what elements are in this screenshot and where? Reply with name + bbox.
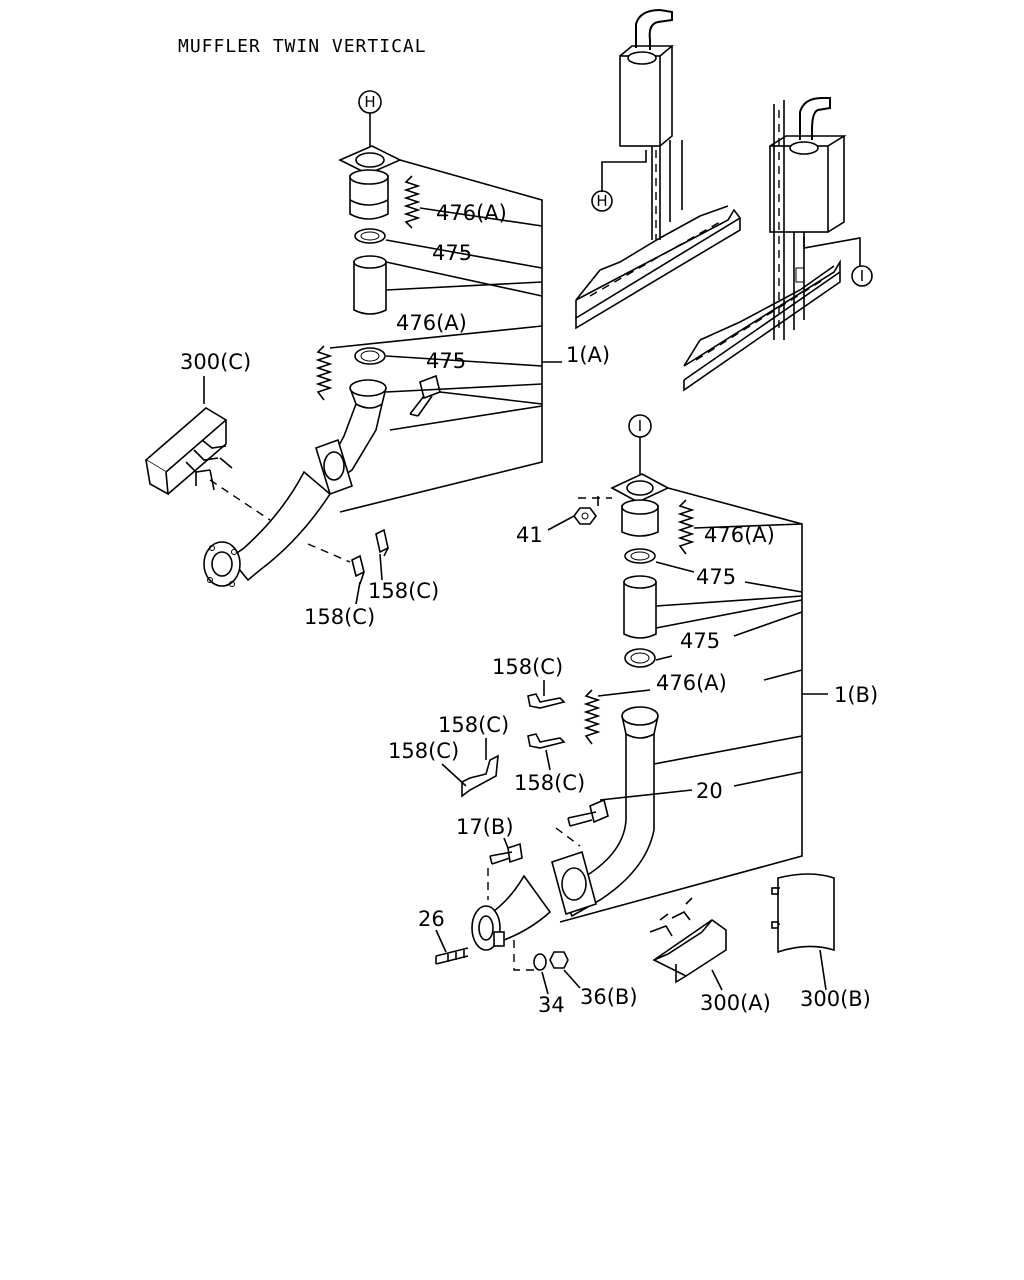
svg-text:I: I — [638, 417, 642, 435]
label-475-lower-2: 475 — [680, 629, 720, 653]
label-300a: 300(A) — [700, 991, 771, 1015]
label-476a-lower-2: 476(A) — [656, 671, 727, 695]
label-158c-2: 158(C) — [304, 605, 375, 629]
svg-text:I: I — [860, 267, 864, 285]
label-1b: 1(B) — [834, 683, 878, 707]
marker-h-lower: H — [591, 190, 613, 212]
label-26: 26 — [418, 907, 445, 931]
frame-stack-left — [575, 8, 742, 330]
marker-i-upper: I — [851, 265, 873, 287]
svg-text:H: H — [596, 192, 607, 210]
label-300c: 300(C) — [180, 350, 251, 374]
label-475-upper-1: 475 — [432, 241, 472, 265]
assembly-1b-parts — [435, 473, 835, 984]
svg-text:H: H — [364, 93, 375, 111]
label-34: 34 — [538, 993, 565, 1017]
label-158c-1: 158(C) — [368, 579, 439, 603]
label-475-upper-2: 475 — [426, 349, 466, 373]
label-17b: 17(B) — [456, 815, 514, 839]
frame-stack-right — [683, 97, 861, 392]
label-leaders — [203, 376, 827, 995]
label-158c-5: 158(C) — [388, 739, 459, 763]
diagram-title: MUFFLER TWIN VERTICAL — [178, 36, 427, 57]
label-476a-upper-1: 476(A) — [436, 201, 507, 225]
label-158c-3: 158(C) — [492, 655, 563, 679]
label-1a: 1(A) — [566, 343, 610, 367]
label-41: 41 — [516, 523, 543, 547]
label-158c-6: 158(C) — [514, 771, 585, 795]
label-158c-4: 158(C) — [438, 713, 509, 737]
label-476a-lower-1: 476(A) — [704, 523, 775, 547]
assembly-1a-leaders — [329, 159, 562, 513]
label-300b: 300(B) — [800, 987, 871, 1011]
assembly-1b-leaders — [559, 487, 828, 923]
label-20: 20 — [696, 779, 723, 803]
label-36b: 36(B) — [580, 985, 638, 1009]
label-476a-upper-2: 476(A) — [396, 311, 467, 335]
label-475-lower-1: 475 — [696, 565, 736, 589]
